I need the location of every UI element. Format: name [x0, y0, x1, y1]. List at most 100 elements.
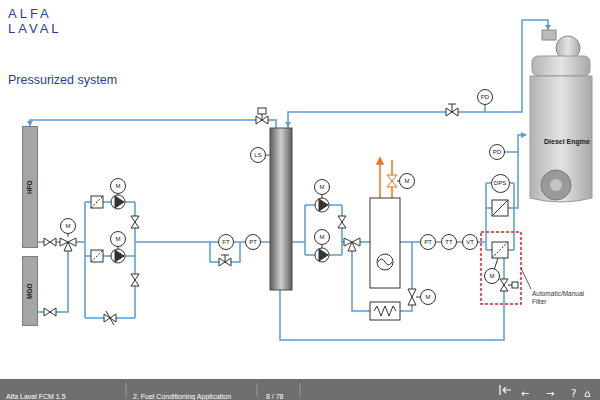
heater-symbol — [370, 198, 400, 288]
footer-bar — [0, 379, 600, 400]
diesel-engine-illustration — [530, 76, 592, 202]
filter-highlight — [521, 268, 531, 289]
slide-title: Pressurized system — [8, 73, 117, 87]
valve-symbol — [131, 216, 139, 228]
pump-symbol — [315, 248, 329, 262]
instrument-tag: M — [426, 294, 431, 300]
instrument-tag: M — [66, 223, 71, 229]
instrument-tag: FT — [222, 239, 229, 245]
pump-motor: M — [110, 231, 126, 247]
strainer-symbol — [91, 196, 103, 208]
pressure-transmitter: PT — [420, 234, 436, 250]
valve-symbol — [44, 308, 56, 316]
filter-symbol — [492, 200, 508, 258]
hfo-tank: HFO — [22, 126, 38, 248]
instrument-tag: M — [490, 273, 495, 279]
filter-symbol — [492, 200, 508, 216]
instrument-tag: VT — [466, 239, 474, 245]
valve-symbol — [344, 238, 360, 251]
temperature-transmitter: TT — [441, 234, 457, 250]
mixing-column — [270, 128, 292, 290]
valve-symbol — [104, 311, 116, 325]
pump-symbol — [319, 249, 328, 261]
valve-symbol — [44, 104, 518, 325]
instrument-tag: M — [320, 184, 325, 190]
page-number: 8 / 78 — [266, 393, 284, 400]
strainer-symbol — [91, 250, 103, 262]
heater-symbol — [370, 302, 400, 320]
heater-symbol — [374, 306, 396, 316]
steam-line — [377, 158, 397, 198]
steam-line — [387, 175, 397, 187]
pump-symbol — [111, 195, 125, 209]
diesel-engine-illustration — [550, 179, 562, 191]
heater-symbol — [377, 254, 393, 270]
level-switch: LS — [250, 147, 266, 163]
pump-symbol — [111, 195, 329, 263]
viscosity-transmitter: VT — [462, 234, 478, 250]
instrument-tag: M — [116, 183, 121, 189]
pipe-connector — [234, 241, 245, 243]
flow-arrow — [545, 25, 551, 30]
diesel-engine-illustration — [541, 170, 571, 200]
mgo-tank: MGO — [22, 256, 38, 326]
valve-symbol — [512, 282, 518, 288]
diesel-engine-illustration — [542, 30, 556, 40]
valve-symbol — [131, 274, 139, 286]
pump-symbol — [111, 249, 125, 263]
instrument-tag: M — [116, 236, 121, 242]
differential-pressure-switch: DPS — [491, 174, 510, 193]
pump-symbol — [115, 196, 124, 208]
valve-symbol — [219, 255, 231, 266]
filter-highlight — [481, 232, 521, 304]
pump-motor: M — [314, 179, 330, 195]
valve-symbol — [256, 114, 268, 124]
pump-symbol — [115, 250, 124, 262]
pressure-difference-gauge: PD — [489, 144, 505, 160]
motor-actuator: M — [399, 173, 415, 189]
diesel-engine: Diesel Engine — [528, 28, 592, 204]
valve-symbol — [500, 279, 512, 291]
heater-symbol — [378, 259, 392, 265]
valve-symbol — [408, 289, 416, 305]
pressure-transmitter: PT — [245, 234, 261, 250]
strainer-symbol — [91, 250, 103, 262]
filter-symbol — [492, 242, 508, 258]
instrument-tag: M — [405, 178, 410, 184]
nav-icon: ← — [521, 388, 529, 399]
nav-icon-box: → — [546, 383, 554, 400]
fuel-pipe — [38, 250, 68, 312]
callout-label: Automatic/Manual Filter — [532, 290, 594, 306]
fuel-pipe — [30, 120, 276, 128]
footer-text-box: 2. Fuel Conditioning Application — [133, 385, 231, 400]
pressure-difference-gauge: PD — [477, 89, 493, 105]
pump-motor: M — [110, 178, 126, 194]
instrument-tag: LS — [254, 152, 261, 158]
pump-motor: M — [314, 229, 330, 245]
valve-symbol — [60, 238, 76, 251]
footer-text: 2. Fuel Conditioning Application — [133, 393, 231, 400]
instrument-tag: TT — [445, 239, 452, 245]
instrument-tag: PT — [249, 239, 257, 245]
engine-label: Diesel Engine — [544, 138, 590, 146]
page-number-box: 8 / 78 — [266, 385, 284, 400]
fuel-pipe — [288, 20, 548, 128]
valve-symbol — [44, 238, 56, 246]
fuel-pipe — [30, 20, 548, 340]
motor-actuator: M — [420, 289, 436, 305]
strainer-symbol — [91, 196, 103, 208]
callout-label-box: Automatic/Manual Filter — [532, 290, 594, 308]
footer-text: Alfa Laval FCM 1.5 — [6, 393, 66, 400]
diesel-engine-illustration — [530, 30, 592, 202]
valve-symbol — [258, 108, 266, 114]
tank-label: HFO — [27, 180, 34, 194]
nav-icon: → — [546, 388, 554, 399]
filter-symbol — [492, 242, 508, 258]
pump-symbol — [319, 199, 328, 211]
steam-line — [377, 158, 383, 164]
fuel-pipe — [76, 202, 226, 318]
diesel-engine-illustration — [532, 56, 590, 76]
pump-symbol — [315, 198, 329, 212]
